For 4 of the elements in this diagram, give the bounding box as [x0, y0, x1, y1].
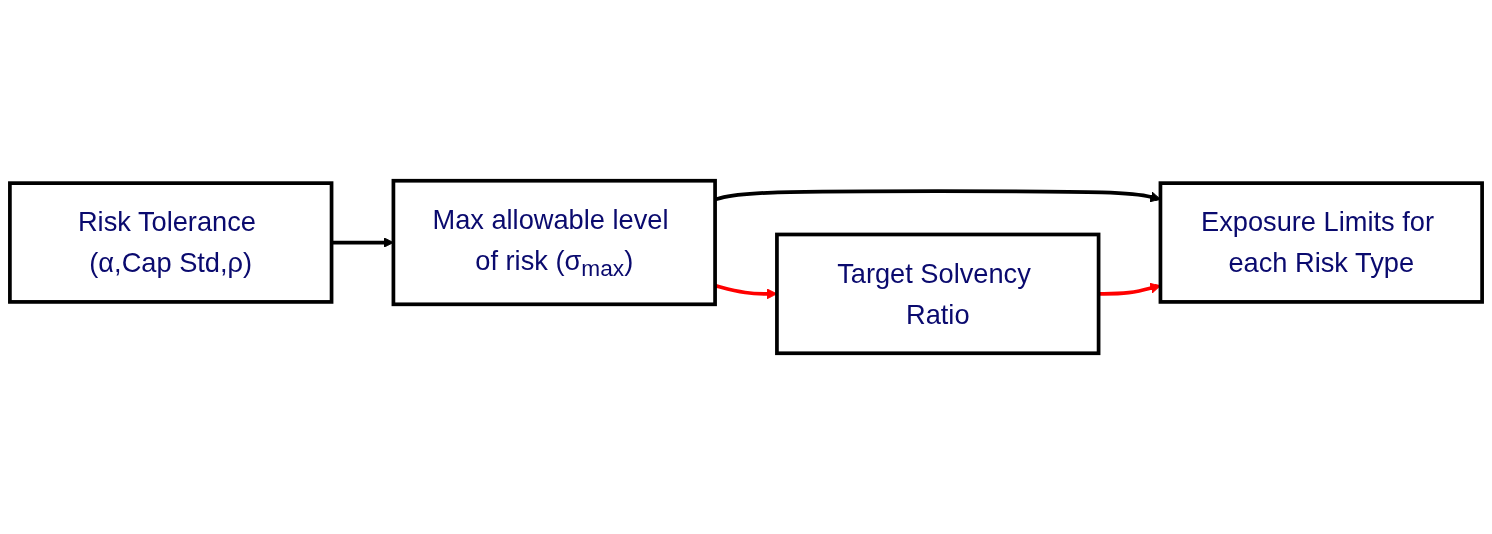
node-box: Risk Tolerance (α,Cap Std,ρ): [8, 181, 334, 304]
node-box: Max allowable level of risk (σ$_{max}$): [391, 178, 717, 307]
node-box: Exposure Limits for each Risk Type: [1158, 181, 1484, 304]
node-box: Target Solvency Ratio: [775, 232, 1101, 356]
